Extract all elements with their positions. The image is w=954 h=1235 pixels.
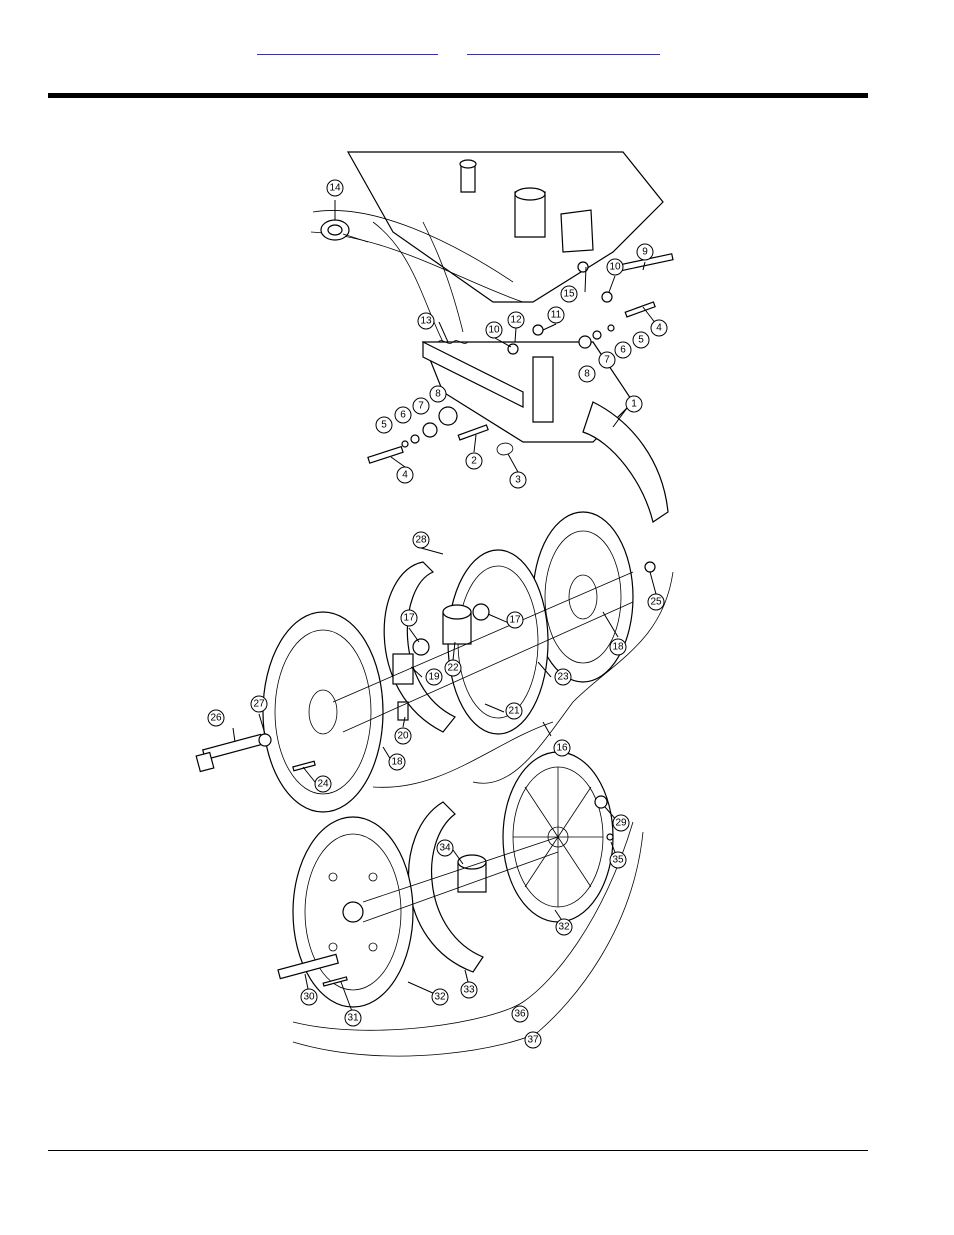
callout-16: 16: [554, 740, 570, 756]
svg-text:2: 2: [471, 456, 477, 467]
svg-text:1: 1: [631, 399, 637, 410]
svg-text:24: 24: [317, 779, 329, 790]
callout-14: 14: [327, 180, 343, 196]
callout-36: 36: [512, 1006, 528, 1022]
callout-35: 35: [610, 852, 626, 868]
svg-text:10: 10: [609, 262, 621, 273]
svg-text:31: 31: [347, 1013, 359, 1024]
gauge-wheel-assembly: [196, 512, 673, 812]
callout-21: 21: [506, 703, 522, 719]
header-link-left[interactable]: [257, 40, 438, 55]
svg-text:11: 11: [551, 310, 562, 321]
callout-17-right: 17: [507, 612, 523, 628]
svg-text:26: 26: [210, 713, 222, 724]
svg-text:4: 4: [656, 323, 662, 334]
callout-19: 19: [426, 669, 442, 685]
callout-10-right: 10: [607, 259, 623, 275]
svg-text:37: 37: [527, 1035, 539, 1046]
svg-text:18: 18: [391, 757, 403, 768]
svg-text:12: 12: [510, 315, 522, 326]
callout-11: 11: [548, 307, 564, 323]
svg-text:30: 30: [303, 992, 315, 1003]
callout-27: 27: [251, 696, 267, 712]
svg-text:22: 22: [447, 663, 459, 674]
svg-text:6: 6: [400, 410, 406, 421]
svg-text:17: 17: [403, 613, 415, 624]
callout-12: 12: [508, 312, 524, 328]
callout-2: 2: [466, 453, 482, 469]
callout-13: 13: [418, 313, 434, 329]
svg-text:32: 32: [434, 992, 446, 1003]
callout-24: 24: [315, 776, 331, 792]
footer-rule: [48, 1150, 868, 1151]
svg-text:7: 7: [418, 401, 424, 412]
callout-31: 31: [345, 1010, 361, 1026]
callout-9: 9: [637, 244, 653, 260]
callout-7-right: 7: [599, 352, 615, 368]
callout-6-right: 6: [615, 342, 631, 358]
svg-text:8: 8: [584, 369, 590, 380]
callout-8-right: 8: [579, 366, 595, 382]
callout-4-left: 4: [397, 467, 413, 483]
svg-text:33: 33: [463, 985, 475, 996]
callout-23: 23: [555, 669, 571, 685]
callout-4-right: 4: [651, 320, 667, 336]
svg-text:28: 28: [415, 535, 427, 546]
svg-text:18: 18: [612, 642, 624, 653]
svg-text:9: 9: [642, 247, 648, 258]
callout-5-right: 5: [633, 332, 649, 348]
callout-18-left: 18: [389, 754, 405, 770]
header-link-right[interactable]: [467, 40, 660, 55]
callout-28: 28: [413, 532, 429, 548]
svg-text:21: 21: [508, 706, 520, 717]
callout-15: 15: [561, 286, 577, 302]
svg-text:10: 10: [488, 325, 500, 336]
callout-20: 20: [395, 728, 411, 744]
callout-37: 37: [525, 1032, 541, 1048]
callout-29: 29: [613, 815, 629, 831]
svg-text:6: 6: [620, 345, 626, 356]
callout-7-left: 7: [413, 398, 429, 414]
callout-6-left: 6: [395, 407, 411, 423]
callout-1: 1: [626, 396, 642, 412]
svg-text:5: 5: [381, 420, 387, 431]
svg-text:34: 34: [439, 843, 451, 854]
svg-text:7: 7: [604, 355, 610, 366]
svg-text:3: 3: [515, 475, 521, 486]
callout-32-right: 32: [556, 919, 572, 935]
svg-text:27: 27: [253, 699, 265, 710]
svg-text:35: 35: [612, 855, 624, 866]
svg-text:17: 17: [509, 615, 521, 626]
svg-text:25: 25: [650, 597, 662, 608]
svg-text:8: 8: [435, 389, 441, 400]
callout-5-left: 5: [376, 417, 392, 433]
callout-22: 22: [445, 660, 461, 676]
callout-33: 33: [461, 982, 477, 998]
svg-text:32: 32: [558, 922, 570, 933]
svg-text:5: 5: [638, 335, 644, 346]
callout-30: 30: [301, 989, 317, 1005]
svg-text:29: 29: [615, 818, 627, 829]
svg-text:16: 16: [556, 743, 568, 754]
callout-10-left: 10: [486, 322, 502, 338]
svg-text:20: 20: [397, 731, 409, 742]
svg-text:15: 15: [563, 289, 575, 300]
svg-text:13: 13: [420, 316, 432, 327]
callout-34: 34: [437, 840, 453, 856]
callout-26: 26: [208, 710, 224, 726]
parts-diagram: 14 15 9 10 4 5 6 7 8 10 12 11 13 1 8 7 6…: [193, 142, 680, 1077]
header-rule: [48, 93, 868, 98]
callout-8-left: 8: [430, 386, 446, 402]
svg-text:23: 23: [557, 672, 569, 683]
callout-3: 3: [510, 472, 526, 488]
callout-17-left: 17: [401, 610, 417, 626]
svg-text:19: 19: [428, 672, 440, 683]
parts-diagram-drawing: 14 15 9 10 4 5 6 7 8 10 12 11 13 1 8 7 6…: [193, 142, 680, 1077]
callout-32-left: 32: [432, 989, 448, 1005]
callout-18-right: 18: [610, 639, 626, 655]
callout-25: 25: [648, 594, 664, 610]
svg-text:14: 14: [329, 183, 341, 194]
svg-text:36: 36: [514, 1009, 526, 1020]
svg-text:4: 4: [402, 470, 408, 481]
